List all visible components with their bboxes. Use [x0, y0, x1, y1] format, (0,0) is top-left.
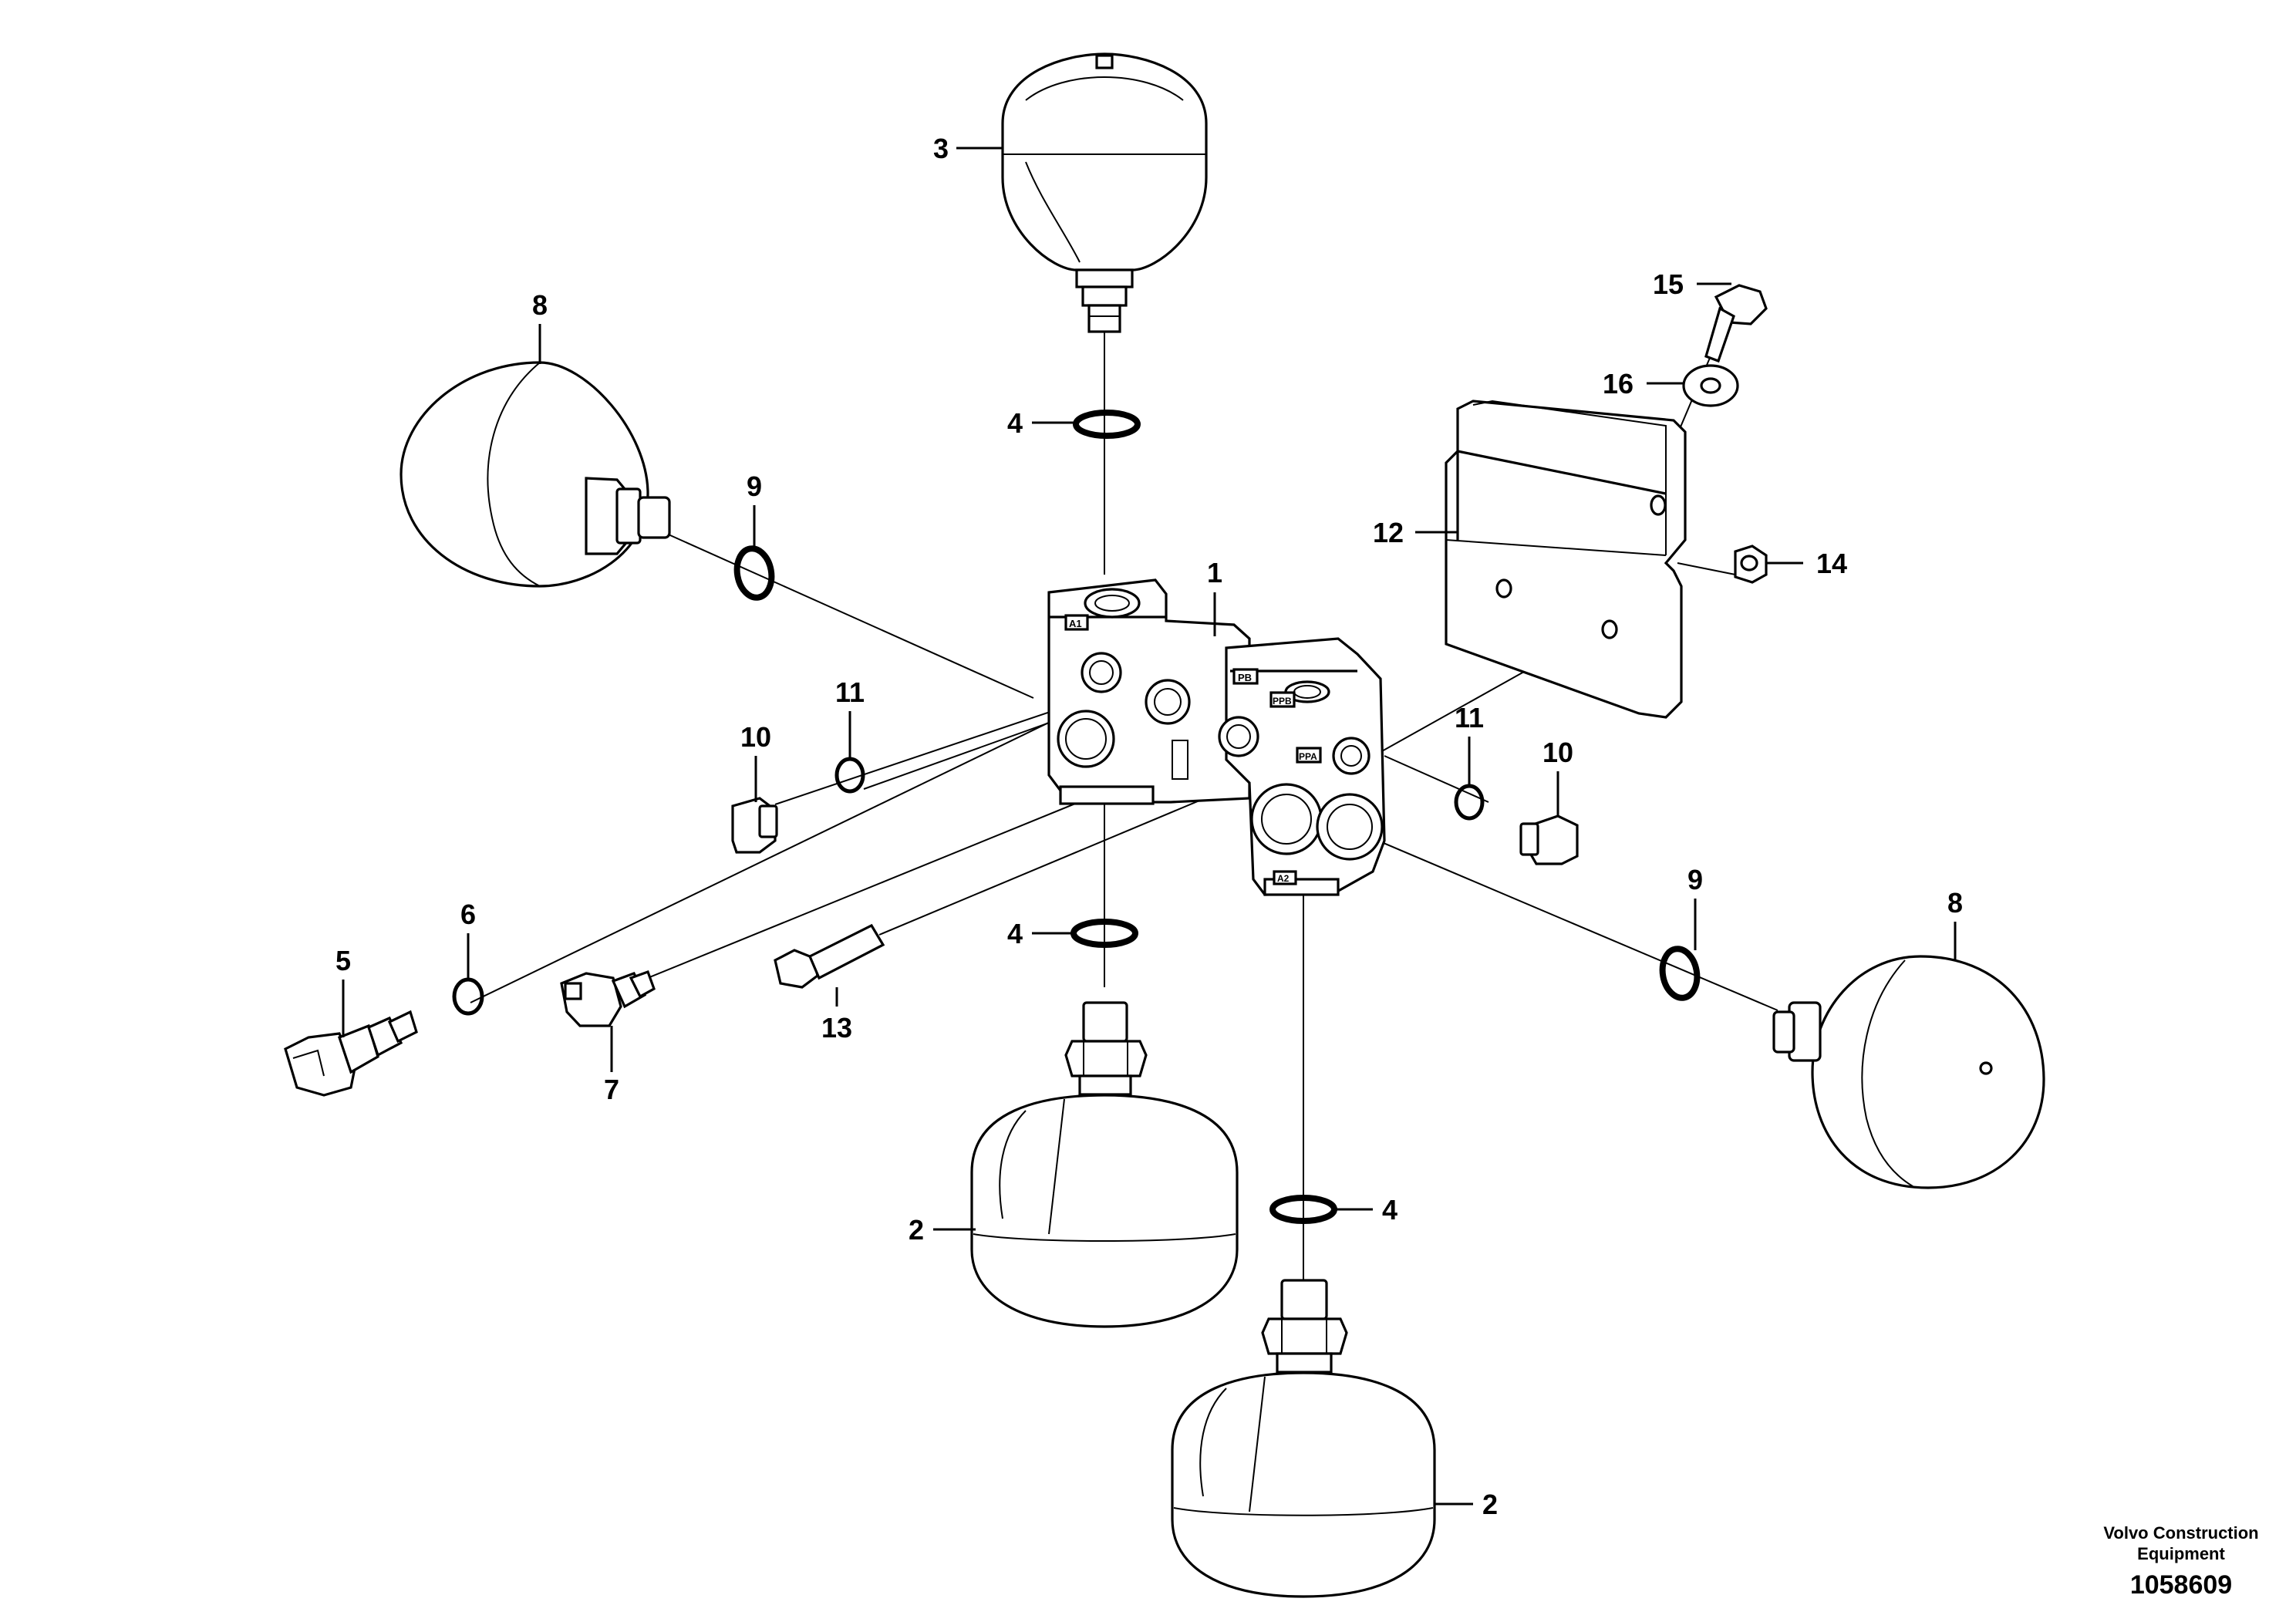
callout-1: 1 — [1207, 557, 1222, 588]
valve-block: A1 PB PPB PPA A2 — [1047, 578, 1386, 896]
callout-14: 14 — [1816, 548, 1847, 579]
callout-2-lower: 2 — [1482, 1489, 1498, 1520]
callout-16: 16 — [1603, 368, 1633, 400]
bracket-bolt — [1704, 284, 1768, 363]
accumulator-top — [1001, 52, 1208, 333]
callout-12: 12 — [1373, 517, 1404, 548]
pressure-sensor — [284, 1010, 418, 1097]
callout-10-left: 10 — [740, 721, 771, 753]
washer — [1682, 364, 1739, 407]
callout-6: 6 — [460, 899, 476, 930]
drawing-number: 1058609 — [2130, 1570, 2232, 1600]
callout-13: 13 — [821, 1012, 852, 1044]
seal-ring-6 — [452, 977, 484, 1016]
seal-ring-11-left — [834, 757, 865, 794]
plug-left — [731, 797, 778, 854]
callout-11-left: 11 — [835, 676, 865, 708]
accumulator-bottom-right — [1171, 1279, 1436, 1598]
o-ring-9-right — [1659, 946, 1701, 1001]
valve-mount-bolt — [774, 923, 885, 989]
callout-9-left: 9 — [747, 470, 762, 502]
accumulator-right — [1772, 955, 2045, 1189]
callout-leaders — [342, 147, 1957, 1506]
callout-numbers: 1 2 2 3 4 4 4 5 6 7 8 8 9 9 10 10 11 11 … — [335, 133, 1963, 1520]
credit-line-2: Equipment — [2137, 1544, 2225, 1563]
port-label-ppb: PPB — [1273, 696, 1292, 706]
port-label-pb: PB — [1238, 672, 1252, 683]
port-label-ppa: PPA — [1299, 751, 1317, 762]
callout-15: 15 — [1653, 268, 1684, 300]
credit-line-1: Volvo Construction — [2103, 1523, 2258, 1543]
seal-ring-11-right — [1454, 784, 1485, 821]
callout-10-right: 10 — [1542, 737, 1573, 768]
port-label-a2: A2 — [1277, 873, 1290, 884]
callout-8-left: 8 — [532, 289, 548, 321]
port-label-a1: A1 — [1069, 618, 1082, 629]
pressure-switch — [560, 969, 656, 1027]
plug-right — [1519, 814, 1579, 865]
callout-5: 5 — [335, 945, 351, 976]
o-ring-9-left — [733, 545, 775, 601]
drawing-credit: Volvo Construction Equipment 1058609 — [2103, 1523, 2258, 1600]
callout-3: 3 — [933, 133, 949, 164]
accumulator-left — [400, 361, 671, 588]
callout-2-center: 2 — [909, 1214, 924, 1246]
callout-4-middle: 4 — [1007, 918, 1023, 949]
bracket-nut — [1734, 545, 1768, 584]
callout-11-right: 11 — [1455, 702, 1484, 733]
callout-4-lower: 4 — [1382, 1194, 1397, 1226]
callout-7: 7 — [604, 1074, 619, 1105]
mounting-bracket — [1445, 400, 1687, 719]
callout-9-right: 9 — [1687, 864, 1703, 895]
callout-4-top: 4 — [1007, 407, 1023, 439]
callout-8-right: 8 — [1947, 887, 1963, 919]
o-ring-4-top — [1073, 410, 1141, 439]
accumulator-bottom-center — [970, 1001, 1239, 1328]
